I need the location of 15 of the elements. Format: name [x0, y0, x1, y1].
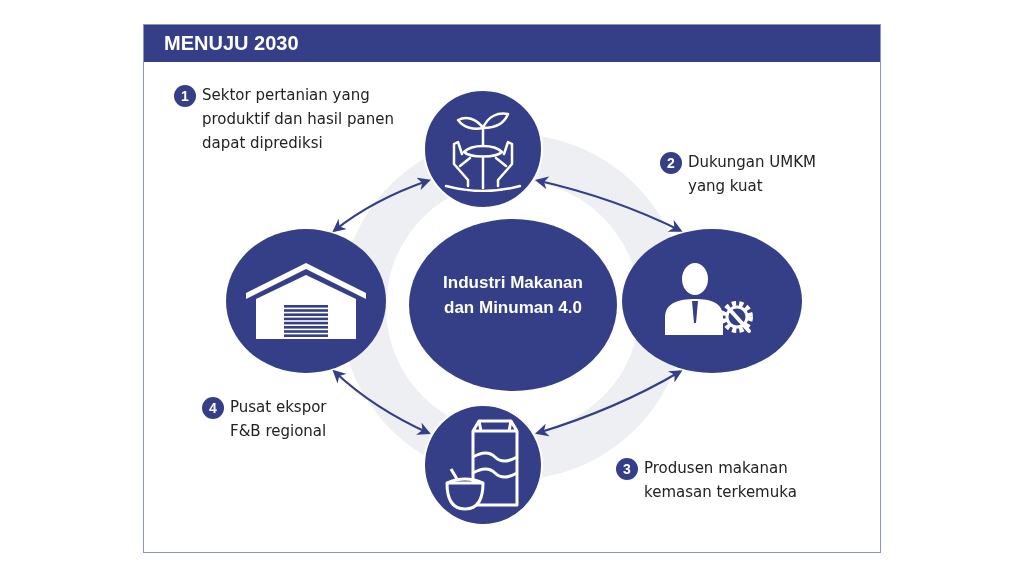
goal-text: Produsen makanan kemasan terkemuka: [644, 458, 798, 503]
double-arrow: [535, 176, 683, 232]
title-text: MENUJU 2030: [164, 32, 299, 55]
center-label: Industri Makanan dan Minuman 4.0: [442, 272, 584, 319]
panel-frame: [143, 24, 881, 553]
number-badge: 1: [174, 85, 196, 107]
goal-text: Dukungan UMKM yang kuat: [688, 152, 817, 197]
goal-text: Pusat ekspor F&B regional: [230, 397, 328, 442]
double-arrow: [332, 177, 431, 233]
number-badge: 4: [202, 397, 224, 419]
number-badge: 2: [660, 152, 682, 174]
goal-text: Sektor pertanian yang produktif dan hasil panen dapat diprediksi: [202, 85, 395, 154]
double-arrow: [332, 369, 431, 435]
number-badge: 3: [616, 458, 638, 480]
double-arrow: [535, 370, 683, 437]
